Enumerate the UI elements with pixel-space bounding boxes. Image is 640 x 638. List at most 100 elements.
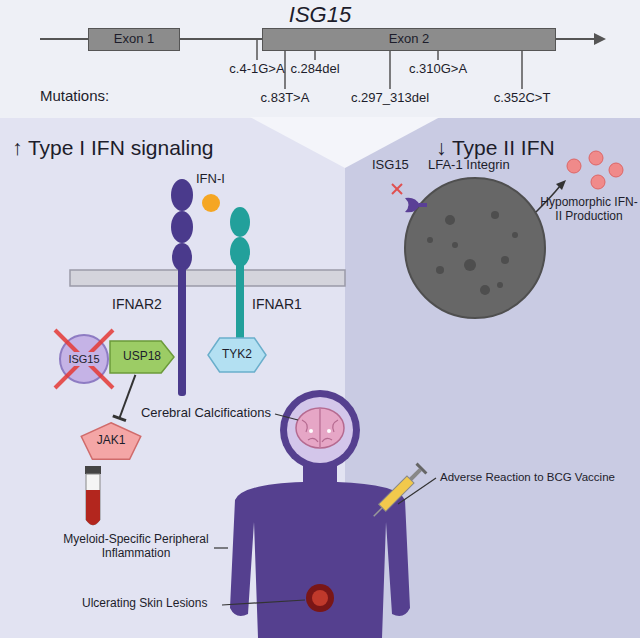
mutations-heading: Mutations: [40, 87, 109, 104]
chevron [250, 117, 440, 168]
drawing-part [521, 51, 523, 89]
drawing-part [392, 184, 402, 194]
panel-heading: ↓ Type II IFN [436, 136, 555, 160]
node-label: Exon 1 [114, 32, 154, 46]
ligand-label: IFN-I [196, 172, 225, 187]
secretion-head [556, 180, 566, 190]
drawing-part [86, 474, 100, 525]
drawing-part [591, 175, 605, 189]
mutation-label: c.352C>T [494, 91, 551, 106]
phenotype-label: Myeloid-Specific Peripheral Inflammation [60, 533, 212, 561]
drawing-part [409, 468, 422, 481]
inhibition-connector [119, 375, 135, 418]
gene-arrow [594, 33, 606, 45]
drawing-part [222, 600, 305, 605]
ifnar2-receptor [171, 179, 193, 396]
drawing-part [322, 438, 332, 442]
node-label: TYK2 [222, 348, 252, 361]
exon-box: Exon 1 [88, 28, 180, 51]
drawing-part [319, 409, 320, 447]
drawing-part [392, 184, 402, 194]
calcification [327, 429, 331, 433]
drawing-part [379, 476, 414, 511]
drawing-part [308, 438, 318, 442]
granule [452, 242, 458, 248]
drawing-part [302, 420, 307, 432]
drawing-part [171, 179, 193, 211]
exon-box: Exon 2 [262, 28, 556, 51]
granule [497, 282, 503, 288]
drawing-part [256, 39, 258, 60]
mutation-label: c.284del [290, 62, 339, 77]
drawing-part [389, 51, 391, 89]
drawing-part [333, 420, 338, 432]
shape-outline [208, 338, 266, 372]
drawing-part [437, 51, 439, 60]
drawing-part [171, 211, 193, 243]
node-label: JAK1 [97, 434, 126, 447]
syringe [369, 463, 428, 522]
person-head [280, 390, 360, 470]
granule [445, 215, 455, 225]
granule [501, 256, 509, 264]
drawing-part [415, 463, 427, 475]
ifnar1-receptor [230, 207, 250, 342]
lesion-core [312, 590, 328, 606]
granule [512, 232, 518, 238]
leader-lines [214, 414, 436, 605]
gene-title: ISG15 [289, 2, 351, 27]
granule [427, 237, 433, 243]
cell-membrane [70, 270, 345, 286]
t-cell [405, 178, 545, 318]
drawing-part [314, 51, 316, 60]
calcification [309, 429, 313, 433]
brain-folds [302, 409, 338, 447]
node-label: USP18 [123, 350, 161, 363]
phenotype-label: Cerebral Calcifications [141, 406, 271, 421]
node-label: ISG15 [66, 352, 101, 366]
node-label: Exon 2 [389, 32, 429, 46]
panel-heading: ↑ Type I IFN signaling [12, 136, 214, 160]
usp18-shape: USP18 [110, 341, 174, 373]
drawing-part [567, 159, 581, 173]
drawing-part [85, 466, 101, 474]
outcome-label: Hypomorphic IFN-II Production [540, 196, 638, 224]
drawing-part [589, 151, 603, 165]
receptor-label: IFNAR1 [252, 296, 302, 312]
granule [491, 211, 499, 219]
mutation-label: c.297_313del [351, 91, 429, 106]
drawing-part [178, 266, 186, 396]
ifn-ii-molecules [567, 151, 623, 189]
skin-lesion [306, 584, 334, 612]
drawing-part [86, 490, 100, 525]
mutation-label: c.4-1G>A [229, 62, 284, 77]
drawing-part [374, 508, 382, 516]
granule [480, 285, 490, 295]
drawing-part [214, 547, 228, 548]
person-body [230, 466, 410, 638]
phenotype-label: Adverse Reaction to BCG Vaccine [440, 471, 615, 484]
protein-label: LFA-1 Integrin [428, 158, 510, 173]
jak1-pentagon: JAK1 [80, 422, 142, 460]
mutation-label: c.310G>A [409, 62, 467, 77]
brain [296, 408, 344, 448]
integrin-stalk [419, 203, 427, 207]
cell-granules [427, 211, 518, 295]
cross-mark [55, 330, 113, 388]
drawing-part [230, 207, 250, 237]
ifn-i-ligand [202, 194, 220, 212]
phenotype-label: Ulcerating Skin Lesions [82, 597, 207, 611]
head-inner [287, 397, 353, 463]
protein-label: ISG15 [372, 158, 409, 173]
isg15-circle: ISG15 [59, 334, 109, 384]
drawing-part [398, 478, 436, 504]
top-band [0, 0, 640, 120]
granule [436, 266, 444, 274]
drawing-part [236, 262, 244, 342]
cross-mark [55, 330, 113, 388]
lfa1-integrin [405, 198, 420, 213]
cross-mark [392, 184, 402, 194]
receptor-label: IFNAR2 [112, 296, 162, 312]
granule [464, 259, 476, 271]
tyk2-hexagon: TYK2 [208, 338, 266, 372]
